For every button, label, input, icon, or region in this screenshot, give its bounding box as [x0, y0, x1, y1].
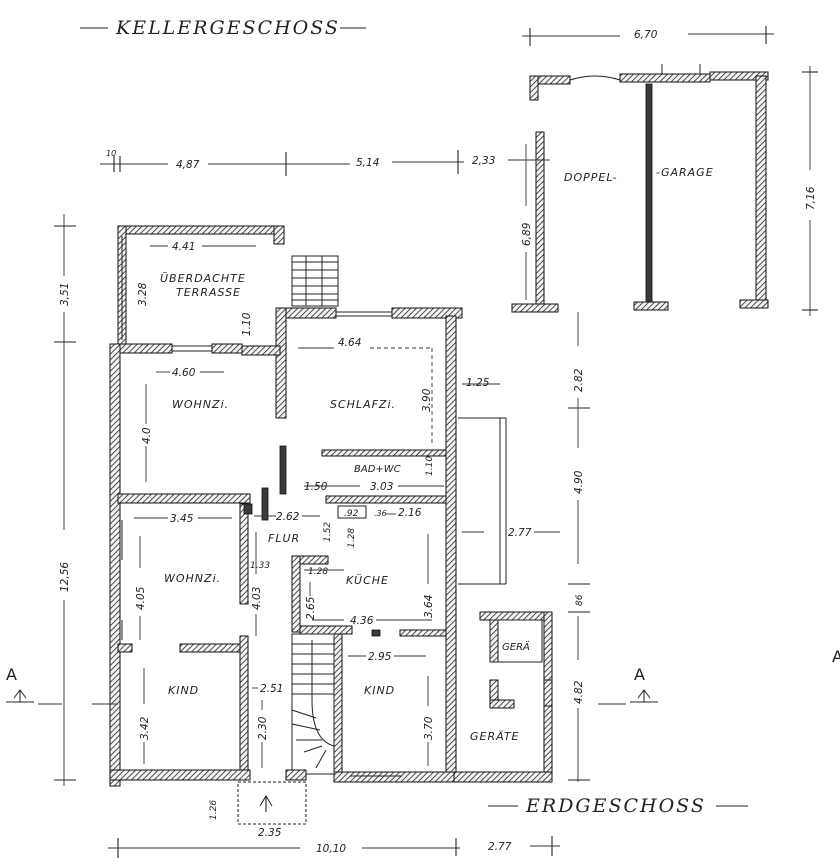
house-walls [109, 307, 463, 787]
room-tools: GERÄTE [470, 730, 520, 743]
terrace-label-2: TERRASSE [176, 286, 241, 299]
ground-floor-title: ERDGESCHOSS [488, 795, 748, 817]
top-dimension-chain: 10 4,87 5,14 2,33 [100, 149, 550, 176]
dim-hall-262: 2.62 [276, 511, 300, 523]
dim-r-482: 4.82 [573, 680, 585, 704]
covered-terrace: 4.41 3.28 ÜBERDACHTE TERRASSE 1.10 [117, 225, 285, 345]
dim-bed-h: 3.90 [421, 388, 433, 412]
dim-b-1010: 10,10 [316, 843, 346, 855]
dim-bath-150: 1.50 [304, 481, 328, 493]
dim-d-92: .92 [344, 509, 359, 519]
right-dimension-chain: 2.82 4.90 86 4.82 [568, 312, 590, 782]
bottom-dimension-chain: 10,10 2.77 [108, 836, 560, 858]
dim-bed-w: 4.64 [338, 337, 361, 349]
dim-d-128a: 1.28 [347, 528, 357, 548]
room-living-mid: WOHNZi. [164, 572, 221, 585]
dim-top-514: 5,14 [356, 157, 379, 169]
dim-liv-w: 4.60 [172, 367, 196, 379]
right-side-annex: 2.77 GERÄ GERÄTE [453, 417, 560, 783]
garage-label-right: -GARAGE [656, 166, 714, 179]
basement-title: KELLERGESCHOSS [80, 17, 366, 39]
basement-title-text: KELLERGESCHOSS [115, 17, 340, 39]
dim-liv2-h: 4.05 [135, 586, 147, 610]
room-hall: FLUR [268, 532, 300, 545]
interior-dimensions: 4.64 3.90 4.60 4.0 1.25 1.50 3.03 1.10 3… [134, 337, 500, 768]
dim-d-251: 2.51 [260, 683, 283, 695]
terrace-label-1: ÜBERDACHTE [160, 272, 246, 285]
dim-r-125: 1.25 [466, 377, 490, 389]
section-label-far-right: A [832, 647, 840, 666]
room-bedroom: SCHLAFZi. [330, 398, 396, 411]
dim-d-128b: 1.28 [308, 567, 328, 577]
dim-d-403: 4.03 [251, 587, 263, 610]
dim-kit-w: 4.36 [350, 615, 374, 627]
dim-d-265: 2.65 [305, 596, 317, 620]
dim-left-351: 3,51 [59, 283, 71, 306]
dim-d-152: 1.52 [323, 522, 333, 542]
dim-b-235: 2.35 [258, 827, 282, 839]
dim-garage-inner: 6,89 [521, 222, 533, 246]
room-living-top: WOHNZi. [172, 398, 229, 411]
dim-stair-110: 1.10 [241, 312, 253, 336]
garage-label-left: DOPPEL- [564, 171, 618, 184]
room-tools-small: GERÄ [502, 640, 530, 653]
dim-liv-h: 4.0 [141, 427, 153, 444]
dim-top-487: 4,87 [176, 159, 200, 171]
dim-liv2-w: 3.45 [170, 513, 194, 525]
dim-d-133: 1.33 [250, 561, 270, 571]
dim-d-216: 2.16 [398, 507, 422, 519]
section-marker-right: A A [598, 647, 840, 705]
interior-stair [285, 633, 335, 781]
section-label-left: A [6, 665, 17, 684]
garage-dimensions: 6,70 7,16 6,89 [521, 26, 818, 316]
dim-kit-h: 3.64 [423, 595, 435, 618]
terrace-stair [291, 255, 339, 307]
dim-r-86: 86 [575, 594, 585, 606]
dim-r-277a: 2.77 [508, 527, 532, 539]
dim-kid-r-h: 3.70 [423, 716, 435, 740]
section-label-right: A [634, 665, 645, 684]
dim-terrace-w: 4.41 [172, 241, 195, 253]
section-marker-left: A [6, 665, 118, 705]
room-child-right: KIND [364, 684, 395, 697]
entrance: 1.26 2.35 [209, 781, 307, 839]
dim-b-126: 1.26 [209, 800, 219, 820]
dim-r-490: 4.90 [573, 470, 585, 494]
room-child-left: KIND [168, 684, 199, 697]
dim-garage-width: 6,70 [634, 29, 658, 41]
dim-terrace-h: 3.28 [137, 282, 149, 306]
dim-bath-303: 3.03 [370, 481, 393, 493]
dim-bath-110: 1.10 [425, 456, 435, 476]
dim-top-10: 10 [106, 149, 116, 158]
dim-d-36: .36 [374, 509, 387, 518]
dim-r-282: 2.82 [573, 368, 585, 392]
room-kitchen: KÜCHE [346, 574, 389, 587]
dim-left-1256: 12,56 [59, 562, 71, 592]
dim-kid-l-h: 3.42 [139, 716, 151, 740]
dim-d-230: 2.30 [257, 716, 269, 740]
dim-kid-r-w: 2.95 [368, 651, 392, 663]
dim-top-233: 2,33 [472, 155, 495, 167]
room-labels: WOHNZi. SCHLAFZi. BAD+WC FLUR WOHNZi. KÜ… [164, 398, 401, 697]
double-garage: DOPPEL- -GARAGE [511, 64, 769, 313]
room-bath: BAD+WC [354, 464, 401, 475]
dim-garage-depth: 7,16 [805, 186, 817, 210]
left-dimension-chain: 3,51 12,56 [54, 214, 76, 786]
ground-floor-title-text: ERDGESCHOSS [525, 795, 706, 817]
dim-b-277: 2.77 [488, 841, 512, 853]
